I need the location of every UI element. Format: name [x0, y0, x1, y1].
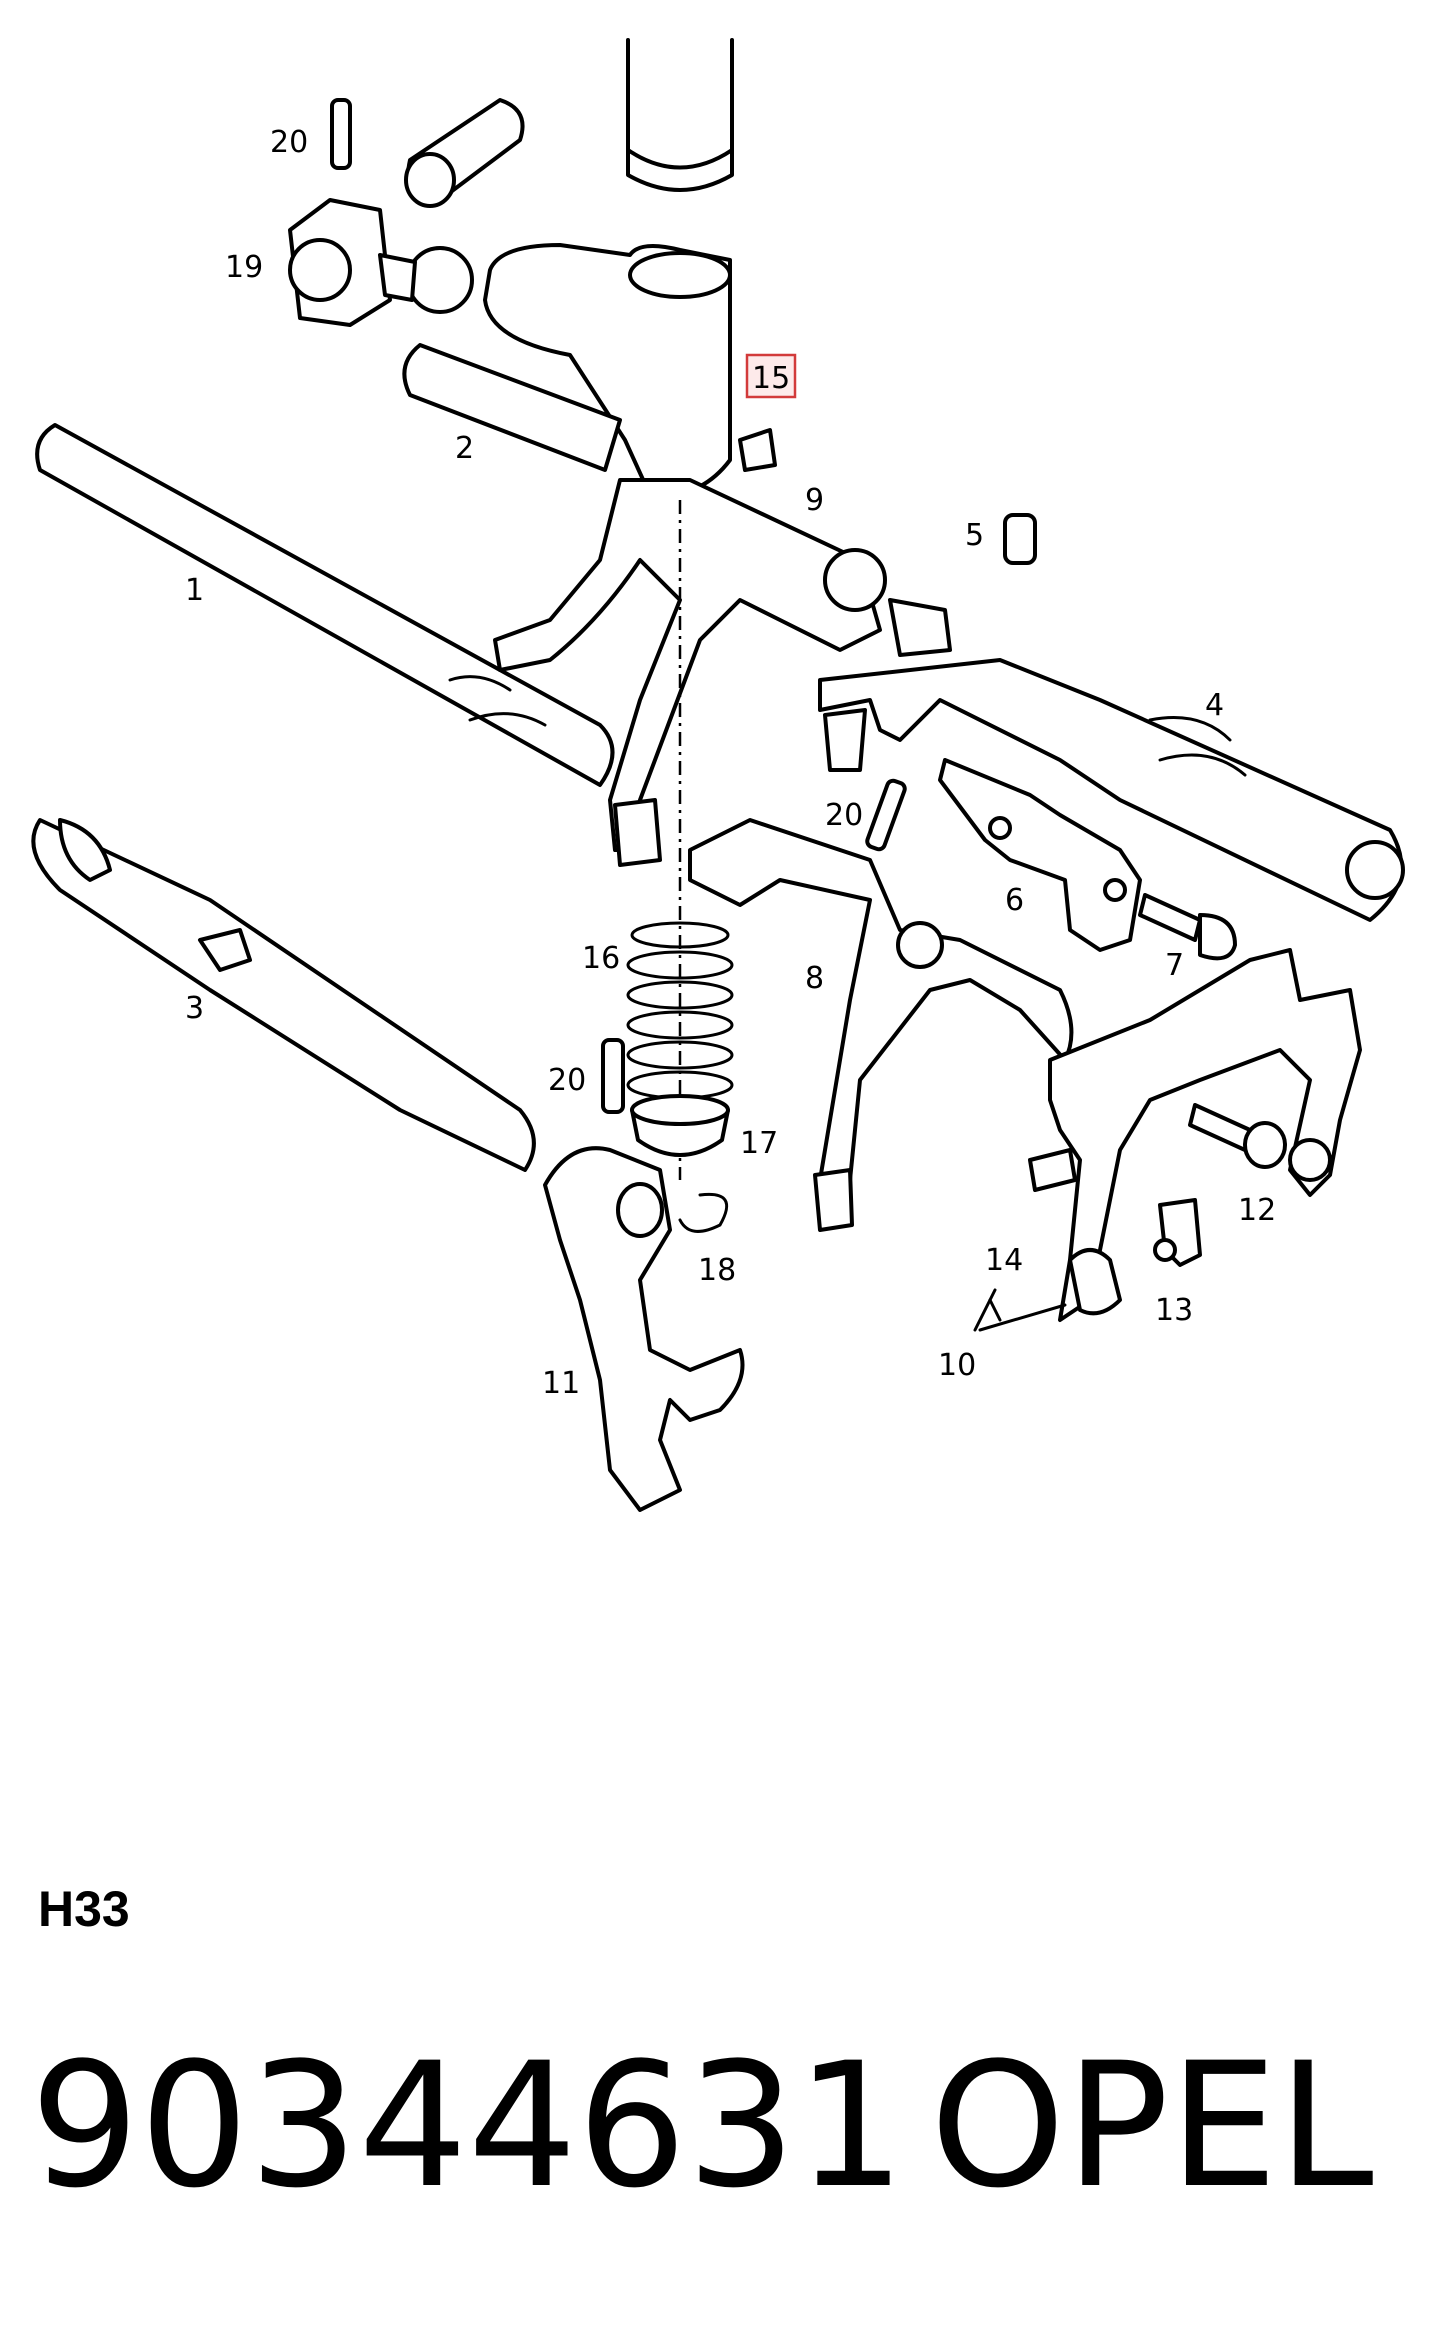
callout-1: 1 [185, 573, 204, 608]
part-5-sleeve [1003, 513, 1037, 565]
part-3-rod [31, 818, 536, 1172]
callout-7: 7 [1165, 948, 1184, 983]
callout-13: 13 [1155, 1293, 1193, 1328]
callout-16: 16 [582, 941, 620, 976]
top-shaft [626, 38, 734, 192]
exploded-parts-diagram: 20 19 2 1 9 5 4 20 6 7 3 16 8 20 17 18 1… [31, 38, 1405, 1512]
callout-19: 19 [225, 250, 263, 285]
callout-15: 15 [752, 361, 790, 396]
part-4-rod [818, 598, 1405, 922]
callout-15-highlight [745, 353, 797, 399]
callout-18: 18 [698, 1253, 736, 1288]
part-14-pin [1028, 1148, 1077, 1192]
callout-8: 8 [805, 961, 824, 996]
part-7-bolt [1138, 893, 1237, 961]
callout-4: 4 [1205, 688, 1224, 723]
callout-labels: 20 19 2 1 9 5 4 20 6 7 3 16 8 20 17 18 1… [185, 125, 1276, 1401]
callout-6: 6 [1005, 883, 1024, 918]
part-12-bracket [1048, 948, 1362, 1322]
part-20-pin-top [330, 98, 352, 170]
part-16-spring [626, 921, 734, 1100]
part-19-block [288, 198, 474, 327]
callout-11: 11 [542, 1366, 580, 1401]
part-18-clip [678, 1192, 729, 1233]
callout-9: 9 [805, 483, 824, 518]
part-6-linkage [938, 758, 1142, 952]
callout-10-leaders [973, 1288, 1067, 1332]
variant-code: H33 [38, 1881, 130, 1937]
callout-20-middle: 20 [825, 798, 863, 833]
part-13-clip [1153, 1198, 1202, 1267]
callout-17: 17 [740, 1126, 778, 1161]
part-2-rod-lower [402, 343, 622, 472]
callout-12: 12 [1238, 1193, 1276, 1228]
callout-14: 14 [985, 1243, 1023, 1278]
callout-20-top: 20 [270, 125, 308, 160]
part-1-rod [35, 423, 615, 787]
callout-10: 10 [938, 1348, 976, 1383]
part-20-pin-middle [823, 708, 907, 852]
callout-5: 5 [965, 518, 984, 553]
part-20-pin-lower [601, 1038, 625, 1114]
part-10-lever [988, 1248, 1122, 1322]
part-9-fork [493, 478, 887, 867]
part-15-housing [483, 243, 777, 498]
part-11-fork [543, 1146, 745, 1512]
part-17-cup [630, 1094, 730, 1157]
callout-2: 2 [455, 431, 474, 466]
callout-20-lower: 20 [548, 1063, 586, 1098]
part-8-fork [688, 818, 1074, 1232]
callout-3: 3 [185, 991, 204, 1026]
brand-name: OPEL [930, 2025, 1374, 2226]
part-2-rod-top [404, 98, 525, 208]
part-number: 90344631 [30, 2025, 906, 2226]
